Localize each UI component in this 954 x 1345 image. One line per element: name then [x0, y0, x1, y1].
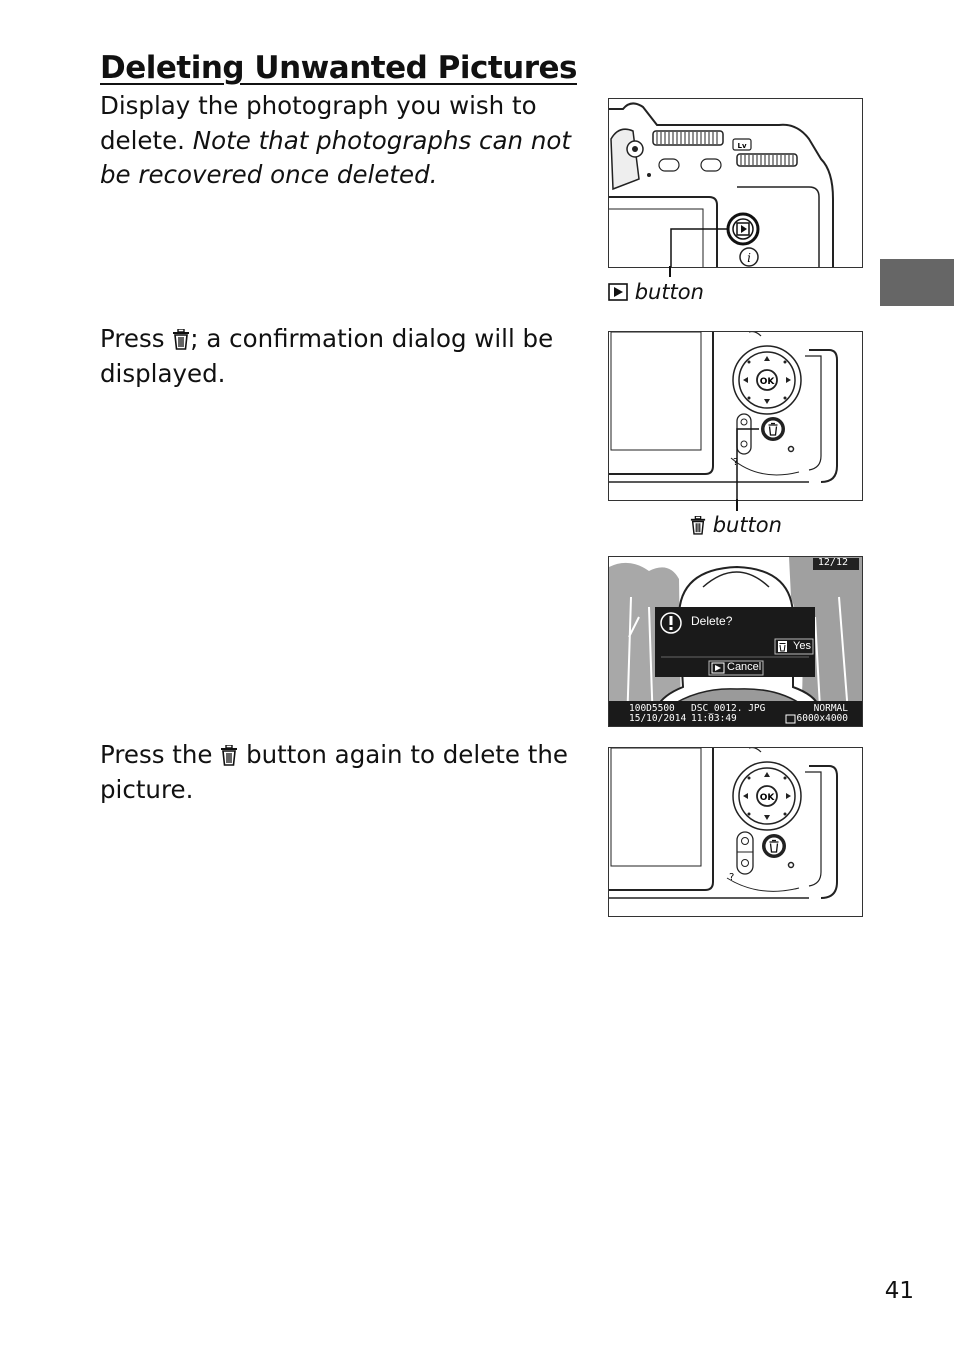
page-number: 41: [884, 1278, 914, 1304]
caption-delete-button: button: [690, 513, 782, 537]
capture-date: 15/10/2014: [629, 713, 687, 724]
camera-back-illustration: OK ?: [609, 748, 838, 899]
figure-playback-button: Lv i: [608, 98, 863, 268]
lv-label: Lv: [737, 142, 746, 150]
step-2-after: ; a confirmation dialog will be displaye…: [100, 324, 554, 388]
step-3-text: Press the button again to delete the pic…: [100, 738, 590, 807]
folder-name: 100D5500: [629, 703, 675, 714]
help-label: ?: [729, 872, 734, 883]
dialog-title: Delete?: [691, 614, 733, 628]
trash-icon: [221, 745, 238, 766]
step-1-text: Display the photograph you wish to delet…: [100, 89, 590, 193]
step-3-after: button again to delete the picture.: [100, 740, 568, 804]
monitor-screen: [609, 557, 862, 726]
leader-line: [736, 499, 738, 511]
figure-delete-dialog: 12/12 Delete? Yes Cancel 100D5500 15/10/…: [608, 556, 863, 727]
trash-icon: [173, 329, 190, 350]
help-label: ?: [733, 457, 738, 468]
leader-line: [669, 266, 671, 277]
caption-text: button: [634, 280, 704, 304]
trash-icon: [690, 516, 706, 535]
image-counter: 12/12: [817, 557, 848, 568]
info-left: 100D5500 15/10/2014: [629, 704, 686, 724]
figure-delete-button: OK ?: [608, 331, 863, 501]
ok-label: OK: [760, 377, 776, 387]
yes-option[interactable]: Yes: [793, 640, 811, 652]
info-right: NORMAL 6000x4000: [797, 704, 848, 724]
info-label: i: [747, 251, 751, 265]
image-size: 6000x4000: [796, 713, 848, 724]
camera-back-illustration: OK ?: [609, 332, 838, 500]
playback-icon: [608, 283, 628, 301]
figure-delete-again: OK ?: [608, 747, 863, 917]
step-2-text: Press ; a confirmation dialog will be di…: [100, 322, 590, 391]
caption-playback-button: button: [608, 280, 704, 304]
page-title: Deleting Unwanted Pictures: [100, 50, 577, 86]
cancel-option[interactable]: Cancel: [727, 661, 762, 673]
section-tab: [880, 259, 954, 306]
file-name: DSC_0012. JPG: [691, 703, 766, 714]
capture-time: 11:03:49: [691, 713, 737, 724]
camera-top-illustration: Lv i: [609, 102, 834, 267]
info-mid: DSC_0012. JPG 11:03:49: [691, 704, 765, 724]
step-2-before: Press: [100, 324, 165, 353]
image-quality: NORMAL: [813, 703, 848, 714]
step-3-before: Press the: [100, 740, 213, 769]
ok-label: OK: [760, 793, 776, 803]
step-1-note: Note that photographs can not be recover…: [100, 125, 571, 190]
caption-text: button: [712, 513, 782, 537]
step-1-plain: Display the photograph you wish to delet…: [100, 91, 537, 155]
